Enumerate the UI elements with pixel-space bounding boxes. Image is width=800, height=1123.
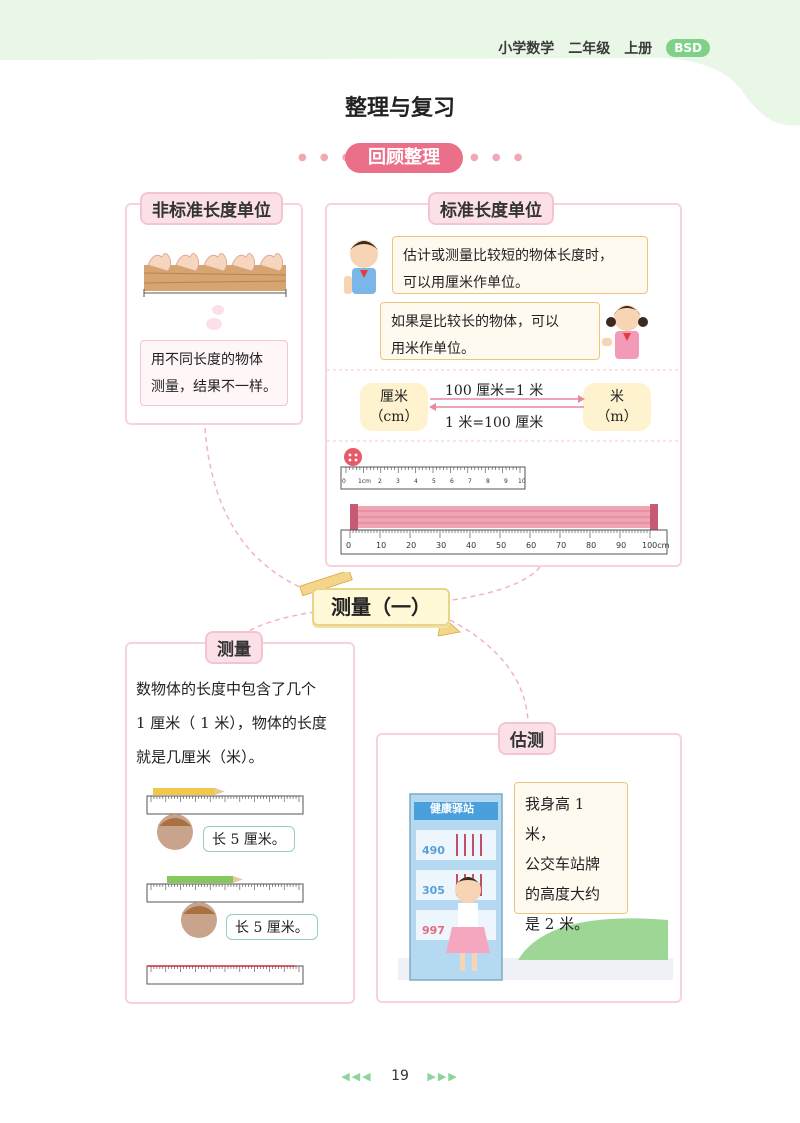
long-ruler-tick-8: 80	[586, 541, 597, 550]
label-estimate: 估测	[498, 722, 556, 755]
measure-bubble-2: 长 5 厘米。	[226, 914, 318, 940]
label-nonstandard: 非标准长度单位	[140, 192, 283, 225]
estimate-speech-line4: 是 2 米。	[525, 915, 590, 933]
divider-2	[327, 440, 680, 442]
long-ruler-tick-1: 10	[376, 541, 387, 550]
long-ruler-tick-2: 20	[406, 541, 417, 550]
boy-speech-line2: 可以用厘米作单位。	[403, 274, 529, 291]
measure-line2: 1 厘米（ 1 米），物体的长度	[136, 714, 327, 732]
long-ruler-tick-5: 50	[496, 541, 507, 550]
long-ruler-tick-0: 0	[346, 541, 352, 550]
long-ruler-tick-9: 90	[616, 541, 627, 550]
short-ruler-tick-9: 9	[504, 478, 508, 485]
long-ruler-tick-7: 70	[556, 541, 567, 550]
header-volume: 上册	[624, 41, 653, 57]
nav-next-icon: ▶▶▶	[427, 1070, 459, 1083]
center-title: 测量（一）	[312, 588, 450, 626]
review-title: 回顾整理	[345, 143, 463, 173]
measure-ruler1-ticks	[150, 796, 300, 802]
nonstandard-note-line2: 测量，结果不一样。	[151, 378, 277, 395]
header-subject: 小学数学	[498, 41, 555, 57]
pencil-measure-2-illustration	[146, 876, 304, 938]
short-ruler-tick-8: 8	[486, 478, 490, 485]
m-unit-pill: 米 （m）	[583, 383, 651, 431]
nonstandard-note: 用不同长度的物体 测量，结果不一样。	[140, 340, 288, 406]
estimate-speech: 我身高 1 米， 公交车站牌 的高度大约 是 2 米。	[514, 782, 628, 933]
short-ruler-tick-4: 4	[414, 478, 418, 485]
m-unit-name: 米	[610, 389, 624, 405]
page-number: 19	[391, 1068, 409, 1084]
short-ruler-tick-1: 1cm	[358, 478, 371, 485]
empty-ruler-illustration	[146, 965, 304, 985]
short-ruler-tick-6: 6	[450, 478, 454, 485]
long-ruler-tick-3: 30	[436, 541, 447, 550]
short-ruler-tick-3: 3	[396, 478, 400, 485]
measure-ruler2-ticks	[150, 884, 300, 890]
decor-dots-left: ● ● ●	[298, 152, 356, 163]
header-line: 小学数学 二年级 上册 BSD	[498, 38, 710, 58]
edition-badge: BSD	[666, 39, 710, 57]
decor-dots-right: ● ● ●	[470, 152, 528, 163]
page-footer: ◀◀◀ 19 ▶▶▶	[0, 1068, 800, 1084]
rolled-mat-on-meter-ruler-illustration	[340, 504, 668, 555]
conversion-top: 100 厘米=1 米	[445, 383, 544, 399]
estimate-speech-line1: 我身高 1 米，	[525, 795, 585, 843]
sign-title: 健康驿站	[430, 802, 474, 815]
nav-prev-icon: ◀◀◀	[341, 1070, 373, 1083]
divider-1	[327, 369, 680, 371]
estimate-speech-line2: 公交车站牌	[525, 855, 601, 873]
bus-stop-illustration	[398, 793, 673, 981]
label-measure: 测量	[205, 631, 263, 664]
page-title: 整理与复习	[344, 96, 455, 121]
sign-number-3: 997	[422, 924, 445, 937]
thought-bubbles	[206, 305, 224, 330]
short-ruler-ticks	[345, 467, 521, 473]
long-ruler-tick-4: 40	[466, 541, 477, 550]
long-ruler-ticks	[349, 530, 651, 538]
long-ruler-tick-6: 60	[526, 541, 537, 550]
sign-number-1: 490	[422, 844, 445, 857]
m-unit-symbol: （m）	[596, 409, 638, 425]
cm-unit-name: 厘米	[380, 389, 408, 405]
pencil-measure-1-illustration	[146, 788, 304, 850]
girl-illustration	[602, 305, 648, 359]
measure-ruler3-ticks	[150, 966, 300, 972]
header-grade: 二年级	[568, 41, 611, 57]
short-ruler-tick-0: 0	[342, 478, 346, 485]
measure-line3: 就是几厘米（米）。	[136, 748, 264, 766]
short-ruler-tick-10: 10	[518, 478, 526, 485]
top-banner	[0, 0, 800, 126]
boy-speech: 估计或测量比较短的物体长度时， 可以用厘米作单位。	[392, 236, 648, 294]
short-ruler-tick-2: 2	[378, 478, 382, 485]
cm-unit-pill: 厘米 （cm）	[360, 383, 428, 431]
girl-speech-line2: 用米作单位。	[391, 340, 475, 357]
girl-speech-line1: 如果是比较长的物体，可以	[391, 314, 559, 330]
girl-speech: 如果是比较长的物体，可以 用米作单位。	[380, 302, 600, 360]
long-ruler-tick-10: 100cm	[642, 541, 670, 550]
estimate-speech-line3: 的高度大约	[525, 885, 601, 903]
boy-speech-line1: 估计或测量比较短的物体长度时，	[403, 248, 613, 264]
boy-illustration	[344, 240, 378, 294]
conversion-arrows	[429, 395, 585, 411]
long-ruler-labels: 0 10 20 30 40 50 60 70 80 90 100cm	[340, 541, 670, 553]
measure-line1: 数物体的长度中包含了几个	[136, 680, 317, 698]
nonstandard-note-line1: 用不同长度的物体	[151, 352, 263, 368]
short-ruler-tick-5: 5	[432, 478, 436, 485]
short-ruler-tick-7: 7	[468, 478, 472, 485]
sign-number-2: 305	[422, 884, 445, 897]
measure-explanation: 数物体的长度中包含了几个 1 厘米（ 1 米），物体的长度 就是几厘米（米）。	[136, 672, 351, 774]
short-ruler-labels: 0 1cm 2 3 4 5 6 7 8 9 10	[340, 478, 526, 490]
conversion-bottom: 1 米=100 厘米	[445, 415, 544, 431]
cm-unit-symbol: （cm）	[369, 409, 419, 425]
button-on-ruler-illustration	[340, 448, 526, 490]
measure-bubble-1: 长 5 厘米。	[203, 826, 295, 852]
label-standard: 标准长度单位	[428, 192, 554, 225]
hand-span-wood-illustration	[143, 253, 287, 297]
